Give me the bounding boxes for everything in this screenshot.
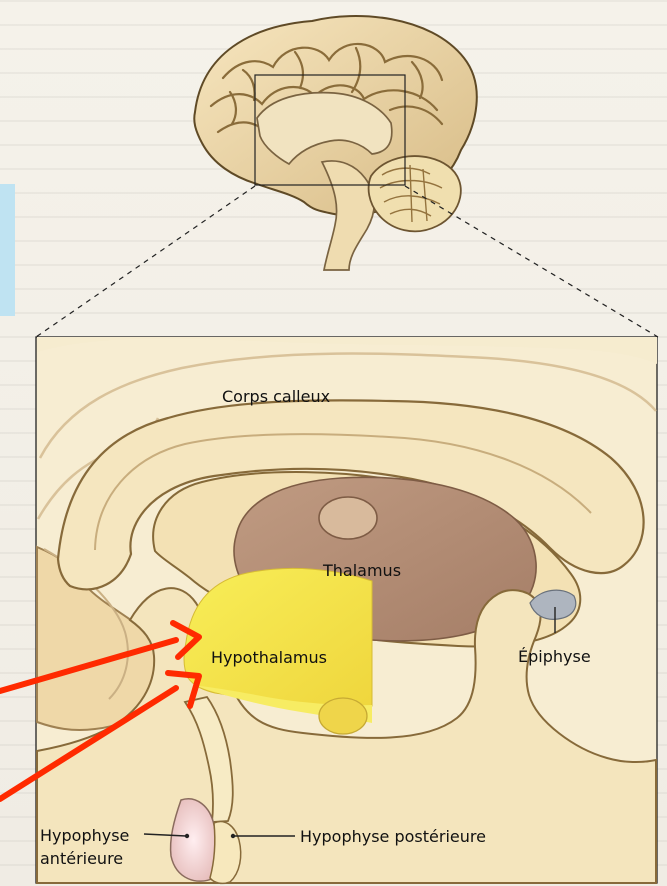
mammillary-body (319, 698, 367, 734)
hypophyse-posterieure-dot (231, 834, 235, 838)
label-hypothalamus: Hypothalamus (211, 648, 327, 667)
hypophyse-anterieure-dot (185, 834, 189, 838)
label-epiphyse: Épiphyse (518, 647, 591, 666)
small-brain (194, 16, 477, 270)
label-thalamus: Thalamus (322, 561, 401, 580)
small-cerebellum (369, 156, 461, 231)
label-corps-calleux: Corps calleux (222, 387, 330, 406)
label-hypophyse-anterieure-line1: Hypophyse (40, 826, 129, 845)
large-zoom-panel: Corps calleux Thalamus Hypothalamus Épip… (36, 337, 657, 883)
label-hypophyse-anterieure-line2: antérieure (40, 849, 123, 868)
thalamus-adhesion (319, 497, 377, 539)
label-hypophyse-posterieure: Hypophyse postérieure (300, 827, 486, 846)
